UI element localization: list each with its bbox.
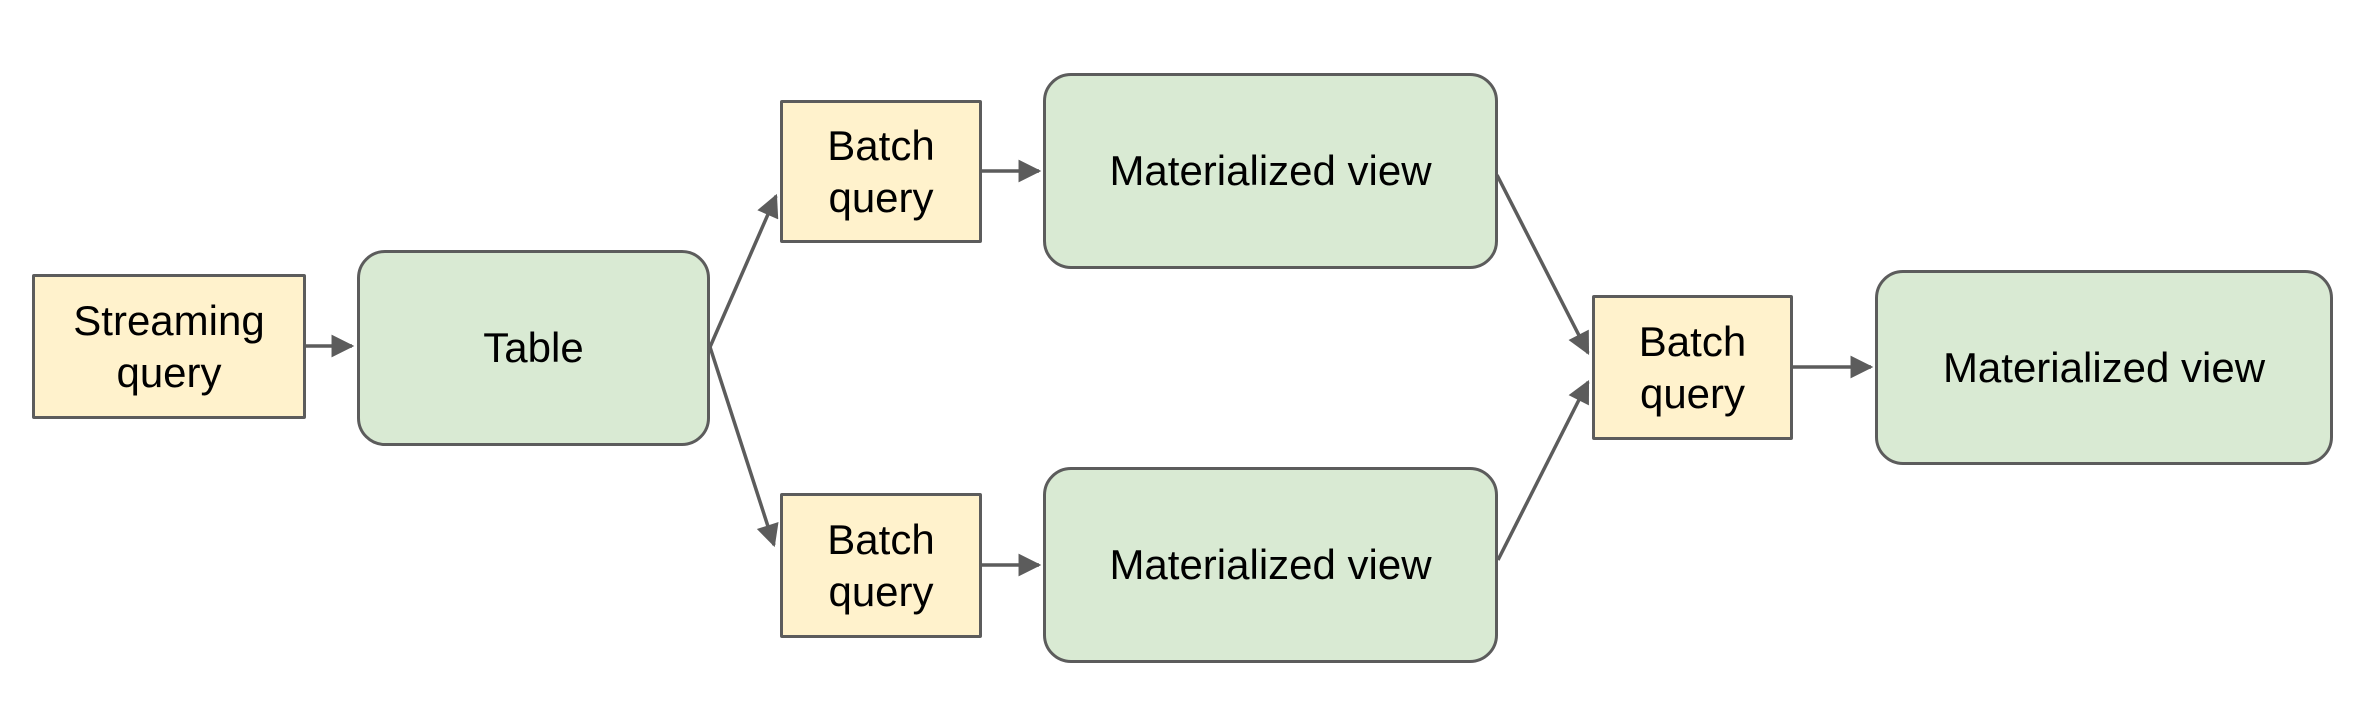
edge-materialized-view-bottom-to-batch-query-merge — [1496, 379, 1590, 561]
node-materialized-view-bottom: Materialized view — [1043, 467, 1498, 663]
edge-table-to-batch-query-top — [708, 193, 779, 348]
node-table: Table — [357, 250, 710, 446]
node-materialized-view-top: Materialized view — [1043, 73, 1498, 269]
node-materialized-view-final-label: Materialized view — [1942, 343, 2266, 391]
node-streaming-query: Streaming query — [32, 274, 306, 419]
node-streaming-query-label: Streaming query — [73, 296, 265, 396]
node-batch-query-top: Batch query — [780, 100, 982, 243]
node-batch-query-merge: Batch query — [1592, 295, 1793, 440]
node-table-label: Table — [483, 324, 584, 371]
node-batch-query-bottom: Batch query — [780, 493, 982, 638]
node-batch-query-merge-label: Batch query — [1638, 317, 1747, 417]
node-materialized-view-bottom-label: Materialized view — [1109, 541, 1432, 588]
node-materialized-view-top-label: Materialized view — [1109, 147, 1432, 194]
node-batch-query-bottom-label: Batch query — [827, 515, 935, 615]
node-batch-query-top-label: Batch query — [827, 121, 935, 221]
edge-materialized-view-top-to-batch-query-merge — [1495, 174, 1590, 356]
node-materialized-view-final: Materialized view — [1875, 270, 2333, 465]
edge-table-to-batch-query-bottom — [708, 346, 779, 548]
